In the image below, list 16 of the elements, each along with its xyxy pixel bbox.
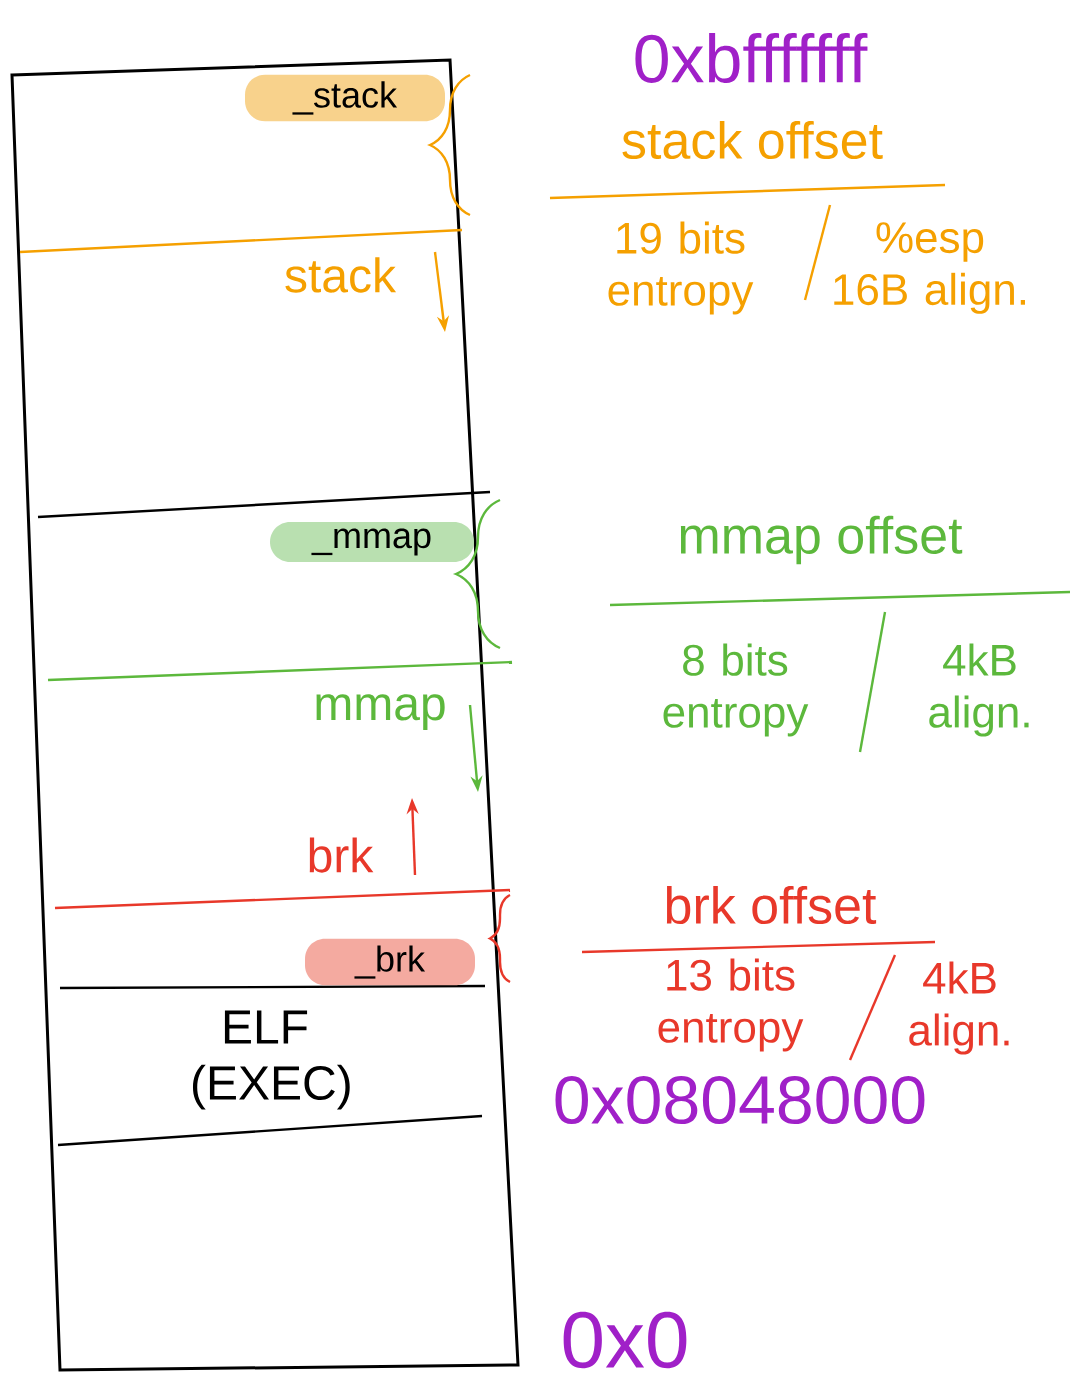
alignment-note: 4kB align. [909,961,1009,1055]
alignment-note: %esp 16B align. [834,222,1025,314]
address-label: 0x0 [563,1311,687,1369]
address-label: 0xbfffffff [635,33,868,83]
address-label: 0x08048000 [555,1075,925,1125]
alignment-note: 4kB align. [929,643,1029,737]
region-label: stack [285,257,397,293]
offset-heading: brk offset [666,885,877,925]
region-label: mmap [316,694,445,730]
entropy-note: 8 bits entropy [663,643,809,737]
offset-heading: stack offset [622,120,883,160]
entropy-note: 19 bits entropy [608,221,754,315]
offset-heading: mmap offset [680,515,963,565]
segment-label: ELF (EXEC) [193,1010,350,1110]
entropy-note: 13 bits entropy [658,958,804,1052]
region-label: brk [309,837,374,873]
